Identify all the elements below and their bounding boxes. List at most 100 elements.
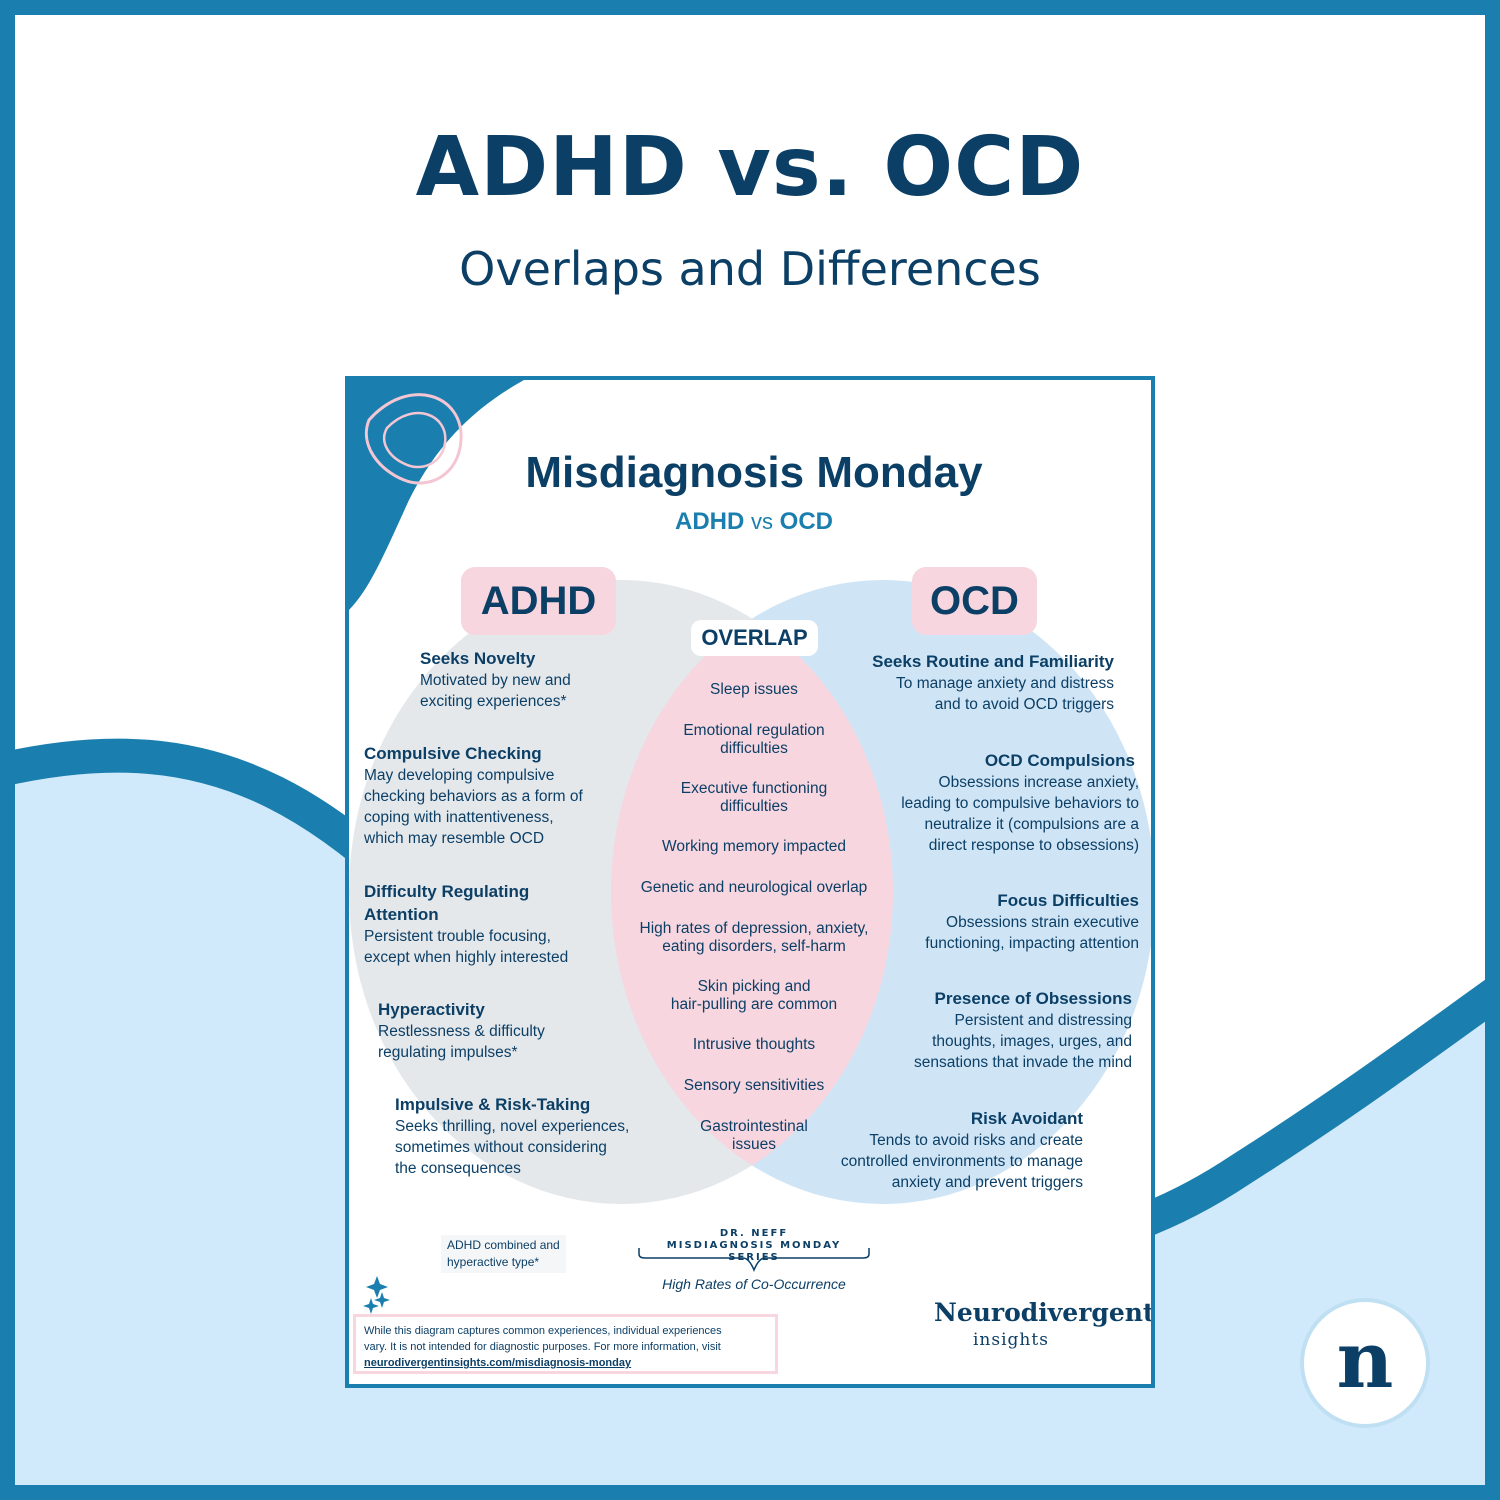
ocd-label: OCD	[912, 567, 1037, 635]
item-title: Seeks Routine and Familiarity	[872, 652, 1114, 671]
disclaimer-link[interactable]: neurodivergentinsights.com/misdiagnosis-…	[364, 1357, 632, 1369]
item-desc-line: Obsessions increase anxiety,	[938, 774, 1139, 791]
item-desc-line: neutralize it (compulsions are a	[924, 816, 1139, 833]
ocd-item-risk-avoidant: Risk Avoidant Tends to avoid risks and c…	[799, 1107, 1083, 1193]
item-desc-line: Persistent trouble focusing,	[364, 928, 551, 945]
overlap-text: Intrusive thoughts	[692, 1036, 816, 1053]
overlap-label: OVERLAP	[691, 620, 818, 656]
overlap-item-high-rates: High rates of depression, anxiety,eating…	[614, 920, 894, 956]
item-desc-line: direct response to obsessions)	[928, 837, 1139, 854]
badge-letter: n	[1336, 1315, 1394, 1406]
corner-swirl	[364, 393, 463, 485]
series-label: DR. NEFF MISDIAGNOSIS MONDAY SERIES	[639, 1228, 869, 1264]
overlap-text: difficulties	[720, 740, 788, 757]
overlap-text: Sensory sensitivities	[683, 1077, 825, 1094]
overlap-item-sleep: Sleep issues	[614, 681, 894, 699]
disclaimer-line: While this diagram captures common exper…	[364, 1325, 722, 1337]
series-author: DR. NEFF	[719, 1228, 789, 1239]
series-bracket	[638, 1248, 870, 1272]
overlap-text: Gastrointestinal	[700, 1118, 808, 1135]
adhd-item-impulsive-risk-taking: Impulsive & Risk-Taking Seeks thrilling,…	[395, 1093, 665, 1179]
ocd-item-focus-difficulties: Focus Difficulties Obsessions strain exe…	[849, 889, 1139, 954]
subtitle-vs: vs	[750, 509, 773, 534]
item-desc-line: Seeks thrilling, novel experiences,	[395, 1118, 630, 1135]
page-subtitle: Overlaps and Differences	[459, 242, 1041, 296]
item-desc-line: checking behaviors as a form of	[364, 788, 583, 805]
overlap-text: Executive functioning	[680, 780, 828, 797]
footnote-line: ADHD combined and	[447, 1238, 560, 1252]
overlap-text: Emotional regulation	[683, 722, 825, 739]
brand-badge-icon: n	[1300, 1298, 1430, 1428]
item-title: Attention	[364, 905, 439, 924]
item-desc-line: Restlessness & difficulty	[378, 1023, 545, 1040]
item-desc-line: anxiety and prevent triggers	[891, 1174, 1083, 1191]
overlap-region	[611, 580, 893, 1204]
corner-blob	[349, 380, 524, 610]
brand-logo-text: Neurodivergent	[934, 1298, 1155, 1327]
ocd-item-obsessions: Presence of Obsessions Persistent and di…	[839, 987, 1132, 1073]
overlap-text: Skin picking and	[697, 978, 811, 995]
item-desc-line: Motivated by new and	[420, 672, 571, 689]
adhd-label: ADHD	[461, 567, 616, 635]
card-title: Misdiagnosis Monday	[525, 448, 983, 497]
overlap-text: hair-pulling are common	[670, 996, 838, 1013]
overlap-text: Genetic and neurological overlap	[640, 879, 868, 896]
series-name: MISDIAGNOSIS MONDAY SERIES	[666, 1240, 842, 1263]
item-title: Difficulty Regulating	[364, 882, 530, 901]
item-desc-line: sensations that invade the mind	[914, 1054, 1132, 1071]
overlap-text: Working memory impacted	[661, 838, 847, 855]
item-desc-line: To manage anxiety and distress	[896, 675, 1114, 692]
subtitle-adhd: ADHD	[674, 508, 745, 535]
item-desc-line: exciting experiences*	[420, 693, 567, 710]
item-title: Impulsive & Risk-Taking	[395, 1095, 591, 1114]
overlap-text: difficulties	[720, 798, 788, 815]
ocd-item-seeks-routine: Seeks Routine and Familiarity To manage …	[814, 650, 1114, 715]
item-desc-line: May developing compulsive	[364, 767, 555, 784]
adhd-item-compulsive-checking: Compulsive Checking May developing compu…	[364, 742, 624, 849]
ocd-item-compulsions: OCD Compulsions Obsessions increase anxi…	[849, 749, 1139, 856]
page-title: ADHD vs. OCD	[415, 120, 1085, 215]
item-title: Focus Difficulties	[997, 891, 1139, 910]
disclaimer-line: vary. It is not intended for diagnostic …	[364, 1341, 721, 1353]
overlap-item-genetic: Genetic and neurological overlap	[614, 879, 894, 897]
item-desc-line: which may resemble OCD	[364, 830, 545, 847]
overlap-item-sensory: Sensory sensitivities	[614, 1077, 894, 1095]
item-desc-line: sometimes without considering	[395, 1139, 607, 1156]
overlap-text: eating disorders, self-harm	[662, 938, 846, 955]
item-desc-line: Persistent and distressing	[954, 1012, 1132, 1029]
infographic-card: Misdiagnosis Monday ADHD vs OCD ADHD OCD…	[345, 376, 1155, 1388]
item-title: Hyperactivity	[378, 1000, 485, 1019]
item-desc-line: except when highly interested	[364, 949, 569, 966]
series-subtitle: High Rates of Co-Occurrence	[662, 1276, 846, 1292]
item-desc-line: coping with inattentiveness,	[364, 809, 554, 826]
adhd-footnote: ADHD combined and hyperactive type*	[441, 1235, 566, 1273]
item-desc-line: the consequences	[395, 1160, 521, 1177]
brand-logo-subtext: insights	[973, 1330, 1049, 1350]
item-desc-line: leading to compulsive behaviors to	[901, 795, 1139, 812]
overlap-text: issues	[732, 1136, 776, 1153]
overlap-text: Sleep issues	[710, 681, 798, 698]
item-desc-line: regulating impulses*	[378, 1044, 518, 1061]
item-desc-line: thoughts, images, urges, and	[932, 1033, 1132, 1050]
disclaimer: While this diagram captures common exper…	[353, 1314, 778, 1374]
adhd-item-difficulty-regulating-attention: Difficulty Regulating Attention Persiste…	[364, 880, 624, 968]
adhd-item-seeks-novelty: Seeks Novelty Motivated by new and excit…	[420, 647, 660, 712]
card-subtitle: ADHD vs OCD	[349, 508, 1151, 536]
adhd-item-hyperactivity: Hyperactivity Restlessness & difficulty …	[378, 998, 618, 1063]
item-title: OCD Compulsions	[984, 751, 1135, 770]
item-title: Seeks Novelty	[420, 649, 536, 668]
item-title: Compulsive Checking	[364, 744, 542, 763]
item-title: Presence of Obsessions	[934, 989, 1132, 1008]
subtitle-ocd: OCD	[779, 508, 833, 535]
overlap-item-working-memory: Working memory impacted	[614, 838, 894, 856]
overlap-item-intrusive-thoughts: Intrusive thoughts	[614, 1036, 894, 1054]
item-desc-line: controlled environments to manage	[840, 1153, 1083, 1170]
item-desc-line: and to avoid OCD triggers	[934, 696, 1114, 713]
footnote-line: hyperactive type*	[447, 1255, 540, 1269]
sparkle-icon	[363, 1276, 390, 1314]
